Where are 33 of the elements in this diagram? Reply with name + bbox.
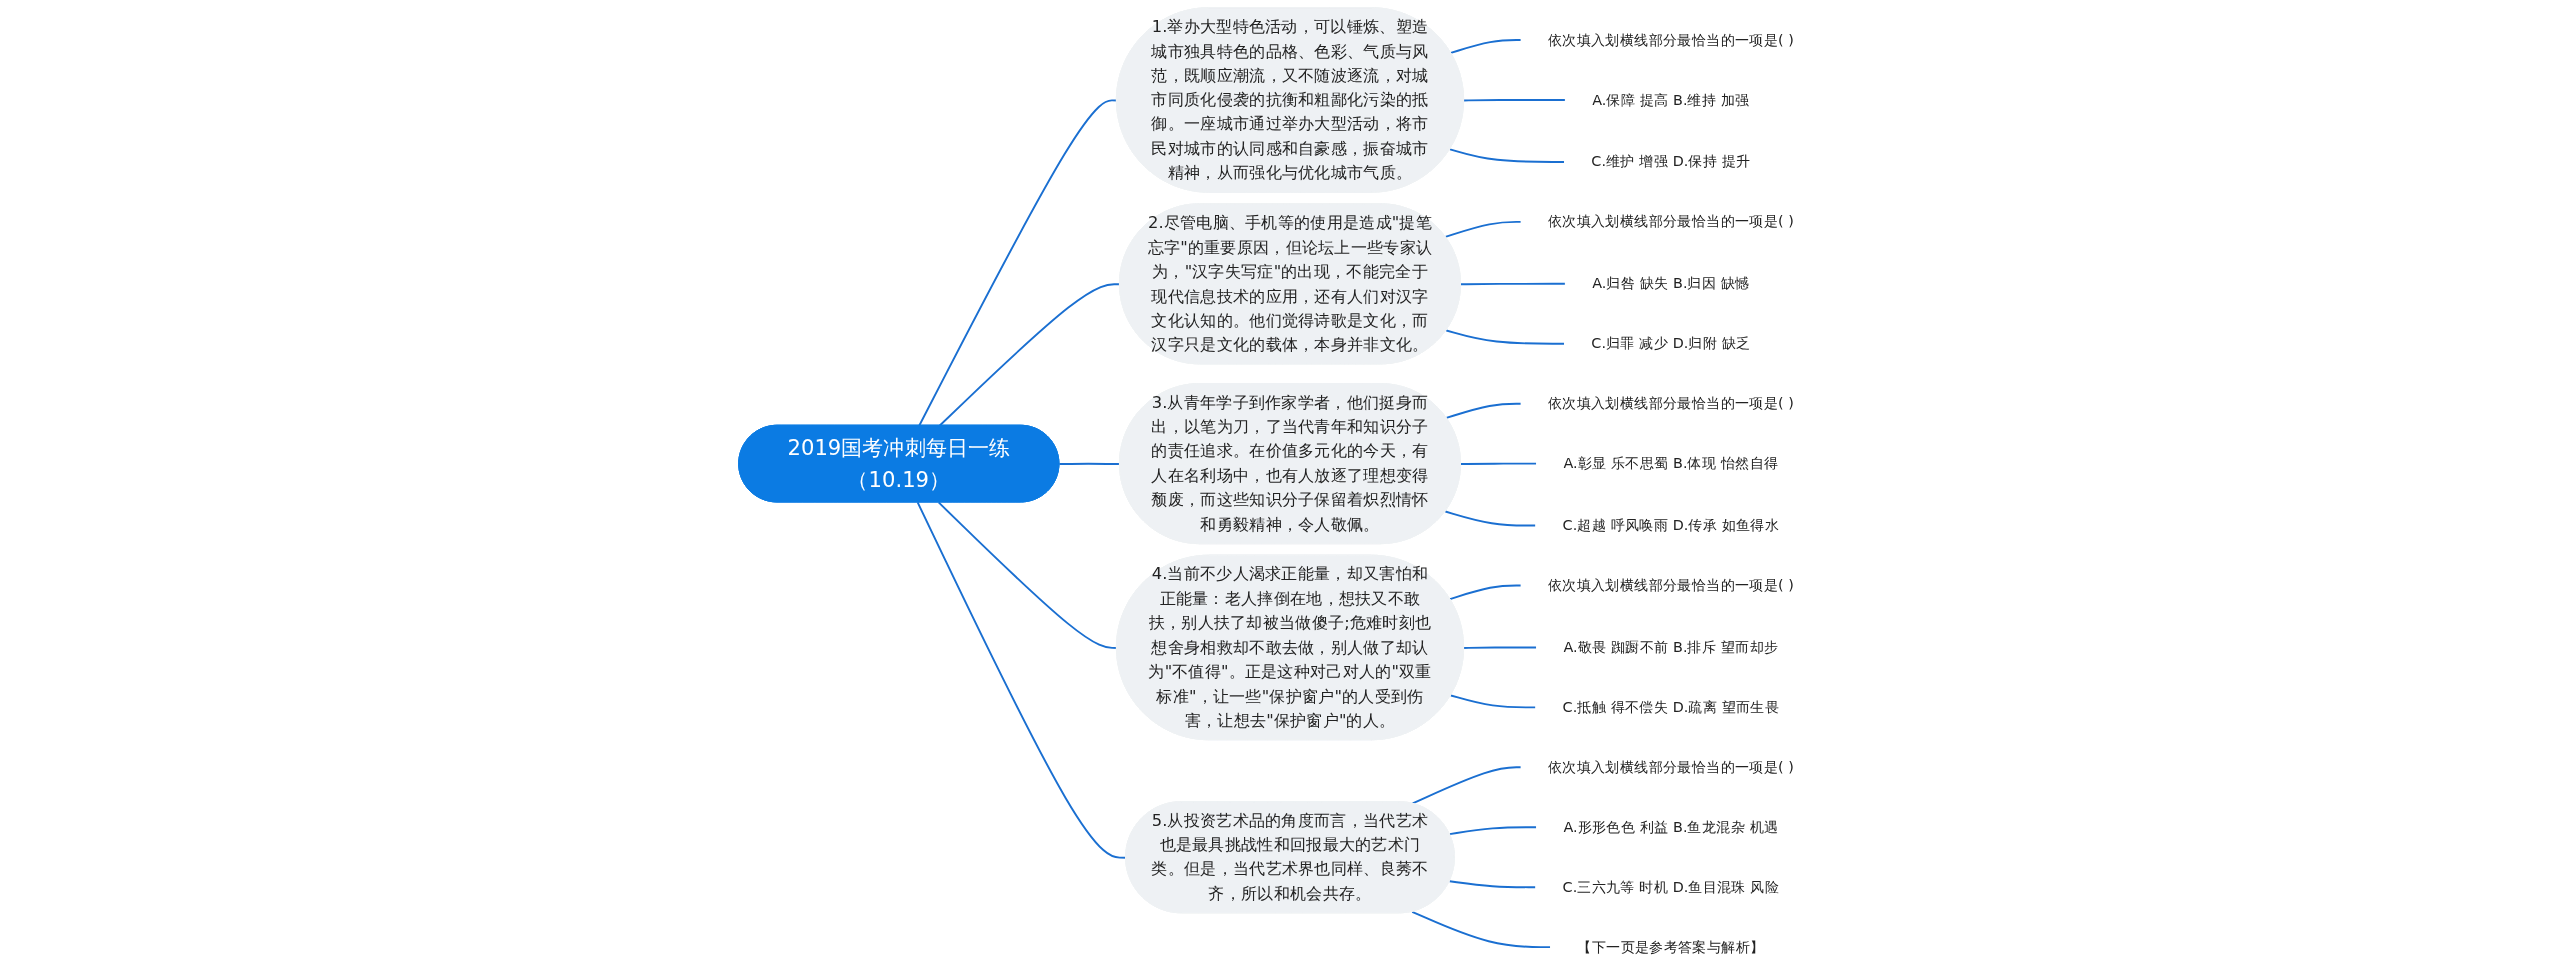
connector bbox=[1411, 766, 1523, 805]
node-text: 依次填入划横线部分最恰当的一项是( ) bbox=[1548, 758, 1795, 776]
connector bbox=[1449, 826, 1538, 836]
node-text: C.三六九等 时机 D.鱼目混珠 风险 bbox=[1562, 878, 1780, 896]
node-text: C.归罪 减少 D.归附 缺乏 bbox=[1591, 334, 1751, 353]
connector bbox=[1445, 402, 1523, 419]
connector bbox=[1450, 694, 1537, 709]
connector bbox=[1449, 148, 1566, 163]
node-text: 依次填入划横线部分最恰当的一项是( ) bbox=[1548, 394, 1795, 413]
connector bbox=[917, 501, 1128, 859]
connector bbox=[1444, 510, 1537, 527]
node-text: A.彰显 乐不思蜀 B.体现 怡然自得 bbox=[1563, 454, 1779, 472]
node-text: 依次填入划横线部分最恰当的一项是( ) bbox=[1548, 212, 1795, 231]
connector bbox=[1463, 646, 1538, 649]
node-text: C.抵触 得不偿失 D.疏离 望而生畏 bbox=[1562, 698, 1780, 716]
node-text: 依次填入划横线部分最恰当的一项是( ) bbox=[1548, 576, 1795, 594]
connector bbox=[1463, 99, 1567, 102]
connector bbox=[1449, 584, 1523, 601]
node-text: 依次填入划横线部分最恰当的一项是( ) bbox=[1548, 31, 1795, 49]
node-text: A.形形色色 利益 B.鱼龙混杂 机遇 bbox=[1563, 818, 1779, 836]
connector bbox=[1411, 910, 1552, 949]
node-text: A.敬畏 踟蹰不前 B.排斥 望而却步 bbox=[1563, 638, 1779, 656]
node-text: A.保障 提高 B.维持 加强 bbox=[1592, 91, 1750, 109]
connector bbox=[1444, 220, 1523, 238]
connector bbox=[1449, 880, 1537, 889]
node-text: A.归咎 缺失 B.归因 缺憾 bbox=[1592, 274, 1750, 293]
connector bbox=[1460, 282, 1567, 286]
connector bbox=[1460, 462, 1538, 466]
connector bbox=[1450, 39, 1523, 54]
node-text: C.维护 增强 D.保持 提升 bbox=[1591, 153, 1751, 171]
node-text: 【下一页是参考答案与解析】 bbox=[1577, 938, 1765, 956]
connector bbox=[1445, 329, 1566, 345]
node-text: C.超越 呼风唤雨 D.传承 如鱼得水 bbox=[1562, 516, 1780, 534]
